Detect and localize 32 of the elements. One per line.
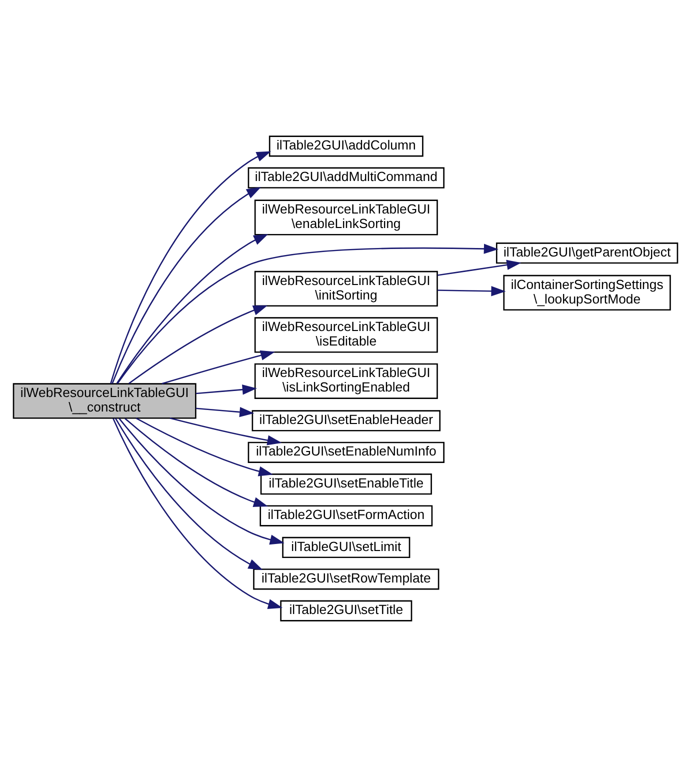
node-box: ilWebResourceLinkTableGUI \initSorting bbox=[254, 270, 438, 307]
node-box: ilTable2GUI\setTitle bbox=[280, 600, 412, 622]
arrow bbox=[128, 305, 268, 384]
node-box: ilTable2GUI\addColumn bbox=[268, 136, 424, 157]
arrow bbox=[162, 350, 276, 384]
node-box: ilTable2GUI\setFormAction bbox=[260, 505, 433, 526]
node-box: ilWebResourceLinkTableGUI \enableLinkSorting bbox=[254, 200, 438, 236]
arrow bbox=[114, 418, 263, 570]
node-box: ilContainerSortingSettings \_lookupSortMode bbox=[503, 274, 671, 311]
node-box: ilTable2GUI\setEnableHeader bbox=[252, 410, 441, 432]
node-box: ilTable2GUI\setEnableTitle bbox=[260, 474, 432, 495]
node-box: ilTable2GUI\setRowTemplate bbox=[253, 568, 440, 590]
arrow bbox=[112, 418, 283, 609]
node-box: ilTable2GUI\setEnableNumInfo bbox=[248, 442, 444, 463]
arrow bbox=[116, 234, 268, 384]
arrow bbox=[196, 406, 254, 418]
node-box: ilWebResourceLinkTableGUI \__construct bbox=[12, 383, 196, 419]
arrow bbox=[196, 384, 257, 395]
arrow bbox=[438, 286, 506, 296]
node-box: ilWebResourceLinkTableGUI \isLinkSortingEnabled bbox=[254, 363, 438, 399]
node-box: ilTable2GUI\getParentObject bbox=[496, 242, 678, 264]
arrow bbox=[170, 417, 282, 446]
node-box: ilTableGUI\setLimit bbox=[282, 536, 410, 558]
arrow bbox=[136, 418, 274, 476]
node-box: ilTable2GUI\addMultiCommand bbox=[248, 167, 444, 188]
arrow bbox=[118, 418, 284, 545]
arrow bbox=[116, 244, 498, 384]
arrow bbox=[110, 151, 272, 384]
arrow bbox=[437, 260, 522, 276]
arrow bbox=[112, 187, 262, 384]
node-box: ilWebResourceLinkTableGUI \isEditable bbox=[254, 317, 438, 353]
arrow bbox=[124, 418, 268, 507]
